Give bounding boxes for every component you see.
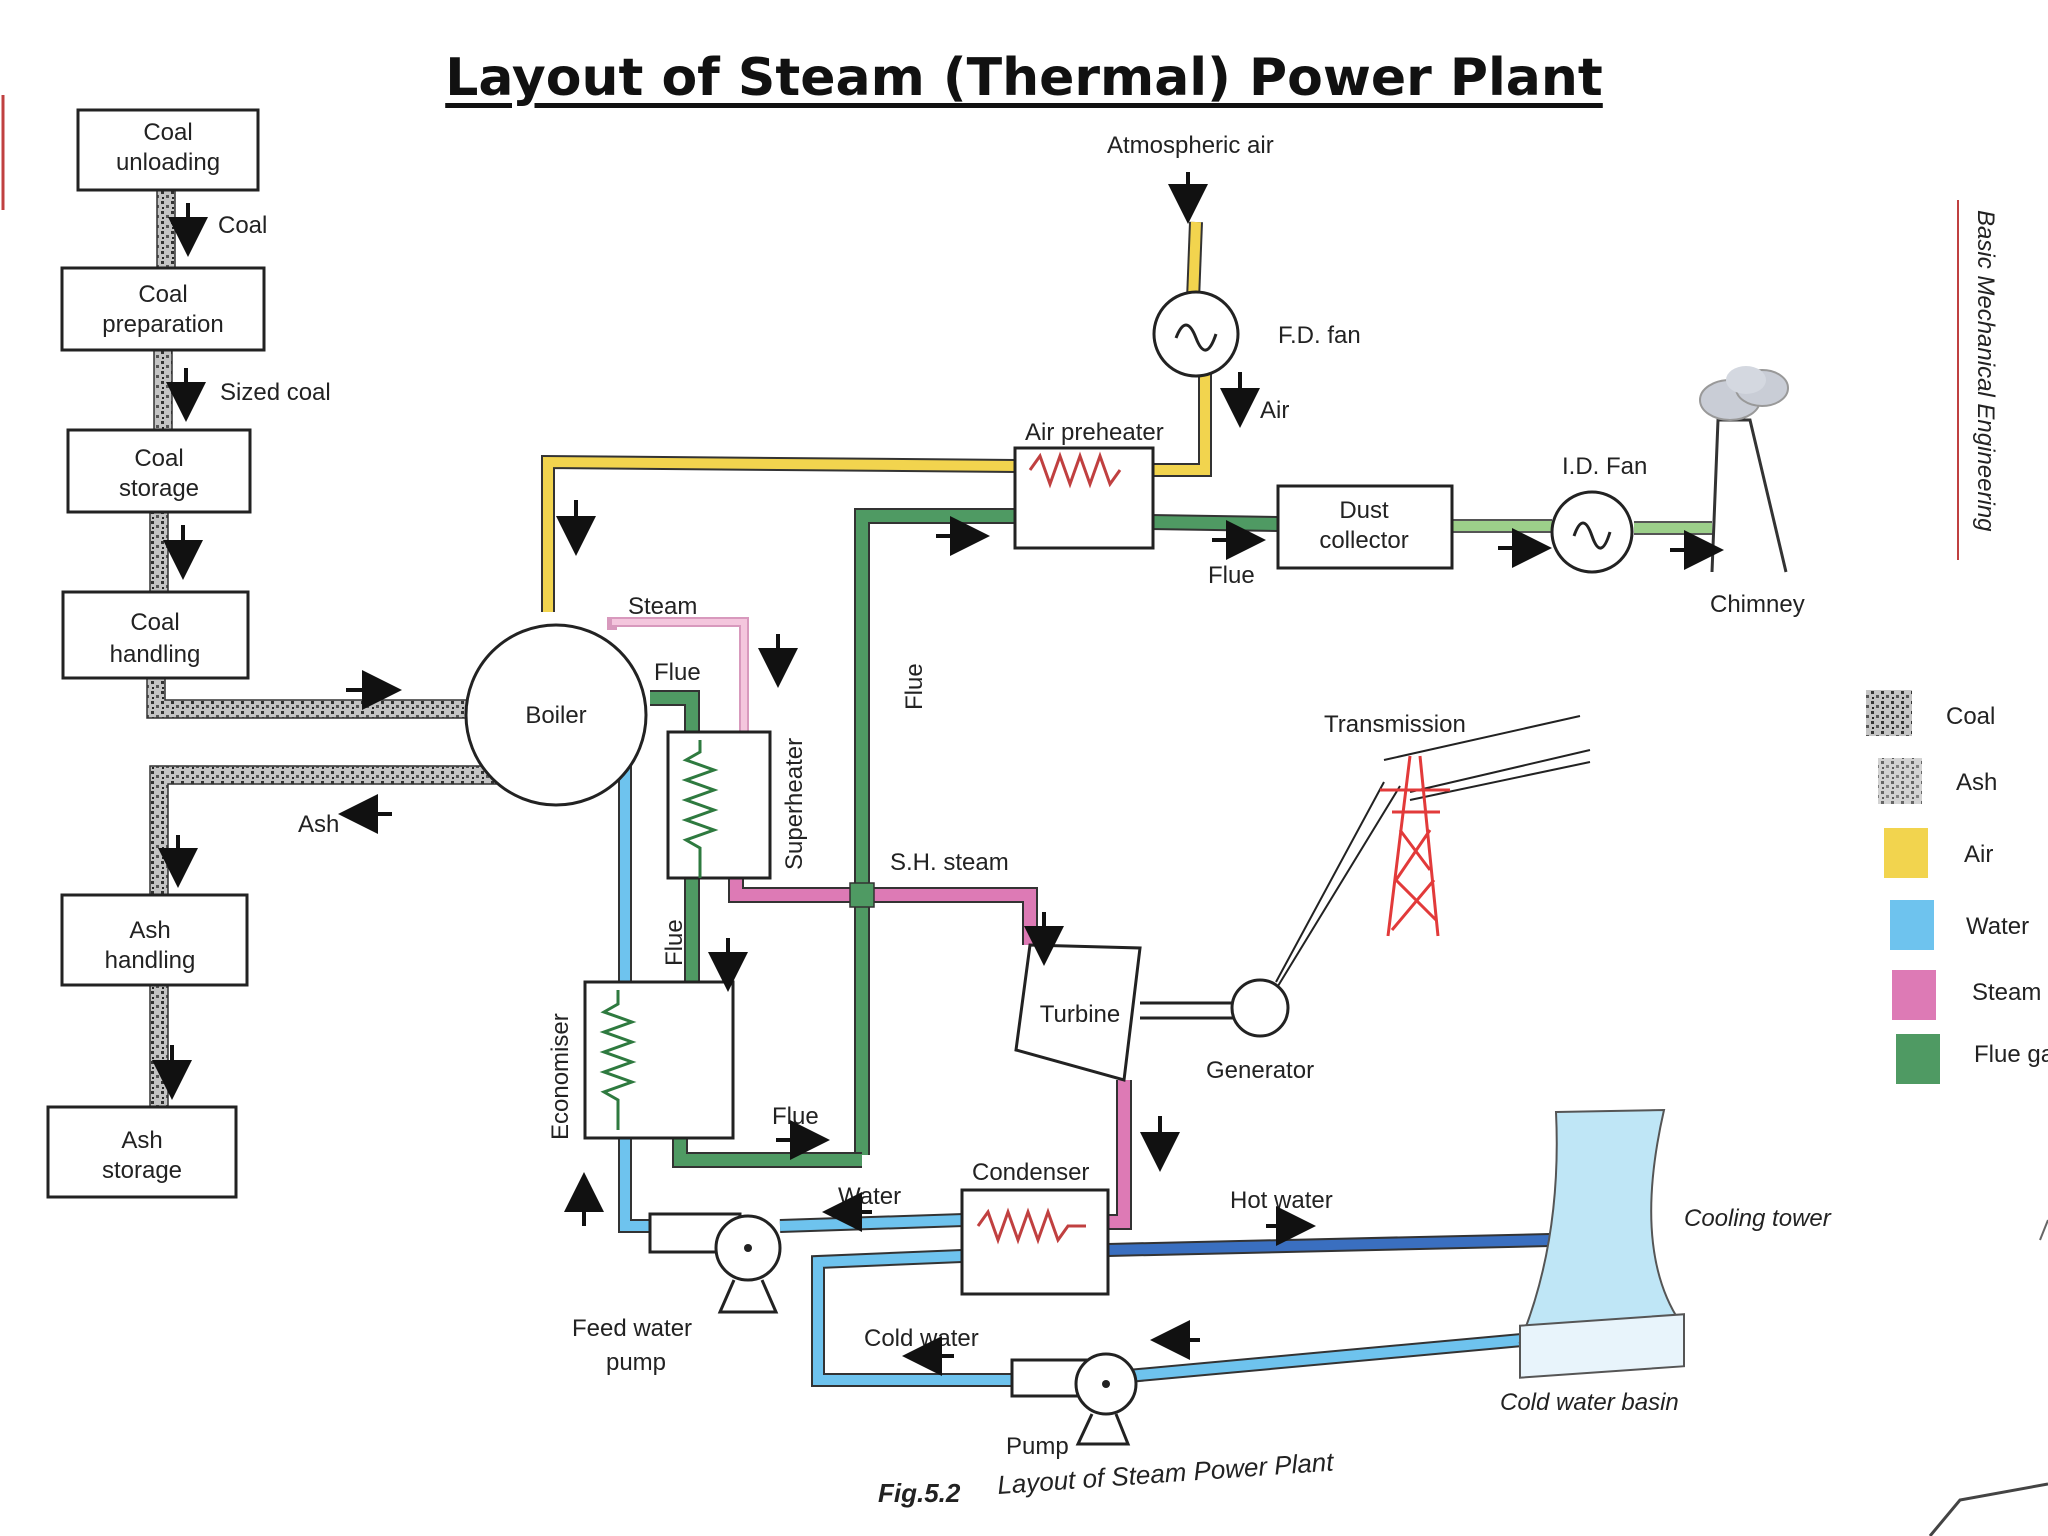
- id-fan-label: I.D. Fan: [1562, 453, 1647, 480]
- cold-water-label: Cold water: [864, 1325, 979, 1352]
- ash-handling-box: Ash handling: [60, 893, 249, 987]
- legend-label-air: Air: [1964, 841, 1993, 868]
- generator-label: Generator: [1206, 1057, 1314, 1084]
- ash-handling-label: Ash: [129, 917, 170, 944]
- steam-label: Steam: [628, 593, 697, 620]
- flue-riser-outline: [854, 508, 1016, 1155]
- boiler-label: Boiler: [525, 702, 586, 729]
- coal-storage-label: Coal: [134, 445, 183, 472]
- flow-arrows: [556, 172, 1724, 1376]
- chimney-label: Chimney: [1710, 591, 1805, 618]
- boiler: [464, 623, 648, 807]
- legend-swatch-steam: [1892, 970, 1936, 1020]
- legend-label-water: Water: [1966, 913, 2029, 940]
- coal-unloading-box: Coal unloading: [76, 108, 260, 192]
- sh-steam-pipe: [730, 870, 1036, 945]
- coal-preparation-box: Coal preparation: [60, 266, 266, 352]
- air-duct: [543, 456, 1021, 612]
- coal-preparation-label: Coal: [138, 281, 187, 308]
- coal-flow-label: Coal: [218, 212, 267, 239]
- economiser-label: Economiser: [547, 1013, 574, 1140]
- flue-main-label: Flue: [1208, 562, 1255, 589]
- pipe-crossover: [849, 882, 875, 908]
- transmission-tower: [1275, 715, 1591, 987]
- air-preheater-label: Air preheater: [1025, 419, 1164, 446]
- legend: Coal Ash Air Water Steam Flue gas: [1866, 690, 2048, 1084]
- turbine: [1014, 943, 1234, 1082]
- coal-feed-pipe: [146, 677, 471, 719]
- coal-handling-box: Coal handling: [61, 590, 250, 680]
- caption-figure-number: Fig.5.2: [878, 1478, 961, 1508]
- sh-steam-label: S.H. steam: [890, 849, 1009, 876]
- coal-unloading-label: Coal: [143, 119, 192, 146]
- coal-preparation-label-2: preparation: [102, 311, 223, 338]
- ash-storage-box: Ash storage: [46, 1105, 238, 1199]
- cold-water-pipe: [813, 1251, 1016, 1385]
- cold-water-pump: [1010, 1352, 1138, 1446]
- legend-swatch-air: [1884, 828, 1928, 878]
- figure-caption: Fig.5.2 Layout of Steam Power Plant: [878, 1446, 1336, 1508]
- coal-storage-box: Coal storage: [66, 428, 252, 514]
- condenser: [960, 1188, 1110, 1296]
- side-running-header: Basic Mechanical Engineering: [1972, 210, 1999, 532]
- fd-fan: [1152, 290, 1240, 378]
- cooling-tower-label: Cooling tower: [1684, 1205, 1832, 1232]
- ash-flow-label: Ash: [298, 811, 339, 838]
- page-title: Layout of Steam (Thermal) Power Plant: [445, 48, 1603, 108]
- flue-bottom-label: Flue: [772, 1103, 819, 1130]
- hot-water-label: Hot water: [1230, 1187, 1333, 1214]
- coal-arrows: [152, 203, 402, 1100]
- water-label: Water: [838, 1183, 901, 1210]
- flue-riser: [856, 510, 1016, 1155]
- sized-coal-label: Sized coal: [220, 379, 331, 406]
- superheater: [666, 730, 772, 880]
- legend-swatch-ash: [1878, 758, 1922, 804]
- coal-handling-label: Coal: [130, 609, 179, 636]
- dust-collector-label: Dust: [1339, 497, 1389, 524]
- feed-water-pump: [648, 1212, 782, 1314]
- feed-water-pump-label-2: pump: [606, 1349, 666, 1376]
- ash-storage-label: Ash: [121, 1127, 162, 1154]
- air-preheater: [1013, 446, 1155, 550]
- turbine-label: Turbine: [1040, 1001, 1120, 1028]
- legend-swatch-coal: [1866, 690, 1912, 736]
- hot-water-pipe: [1107, 1235, 1551, 1255]
- chimney: [1699, 366, 1789, 573]
- flue-mid-label: Flue: [661, 919, 688, 966]
- condensate-pipe: [779, 1215, 965, 1231]
- dust-collector: Dust collector: [1276, 484, 1454, 570]
- coal-handling-label-2: handling: [110, 641, 201, 668]
- page-curl: [1928, 1482, 2048, 1536]
- dust-collector-label-2: collector: [1319, 527, 1408, 554]
- ash-handling-label-2: handling: [105, 947, 196, 974]
- ash-storage-label-2: storage: [102, 1157, 182, 1184]
- flue-boiler-label: Flue: [654, 659, 701, 686]
- cold-water-basin-label: Cold water basin: [1500, 1389, 1679, 1416]
- transmission-label: Transmission: [1324, 711, 1466, 738]
- feed-water-pump-label: Feed water: [572, 1315, 692, 1342]
- legend-label-ash: Ash: [1956, 769, 1997, 796]
- feed-water-pipe: [620, 760, 654, 1231]
- id-fan: [1550, 490, 1634, 574]
- air-label: Air: [1260, 397, 1289, 424]
- legend-label-coal: Coal: [1946, 703, 1995, 730]
- legend-label-steam: Steam: [1972, 979, 2041, 1006]
- pump-label: Pump: [1006, 1433, 1069, 1460]
- generator: [1230, 978, 1290, 1038]
- flue-vertical-label: Flue: [901, 663, 928, 710]
- coal-unloading-label-2: unloading: [116, 149, 220, 176]
- economiser: [583, 980, 735, 1140]
- cooling-tower: [1518, 1108, 1685, 1379]
- atmospheric-air-label: Atmospheric air: [1107, 132, 1274, 159]
- legend-swatch-flue-gas: [1896, 1034, 1940, 1084]
- fd-fan-label: F.D. fan: [1278, 322, 1361, 349]
- condenser-label: Condenser: [972, 1159, 1089, 1186]
- superheater-label: Superheater: [781, 738, 808, 870]
- legend-label-flue-gas: Flue gas: [1974, 1041, 2048, 1068]
- coal-storage-label-2: storage: [119, 475, 199, 502]
- legend-swatch-water: [1890, 900, 1934, 950]
